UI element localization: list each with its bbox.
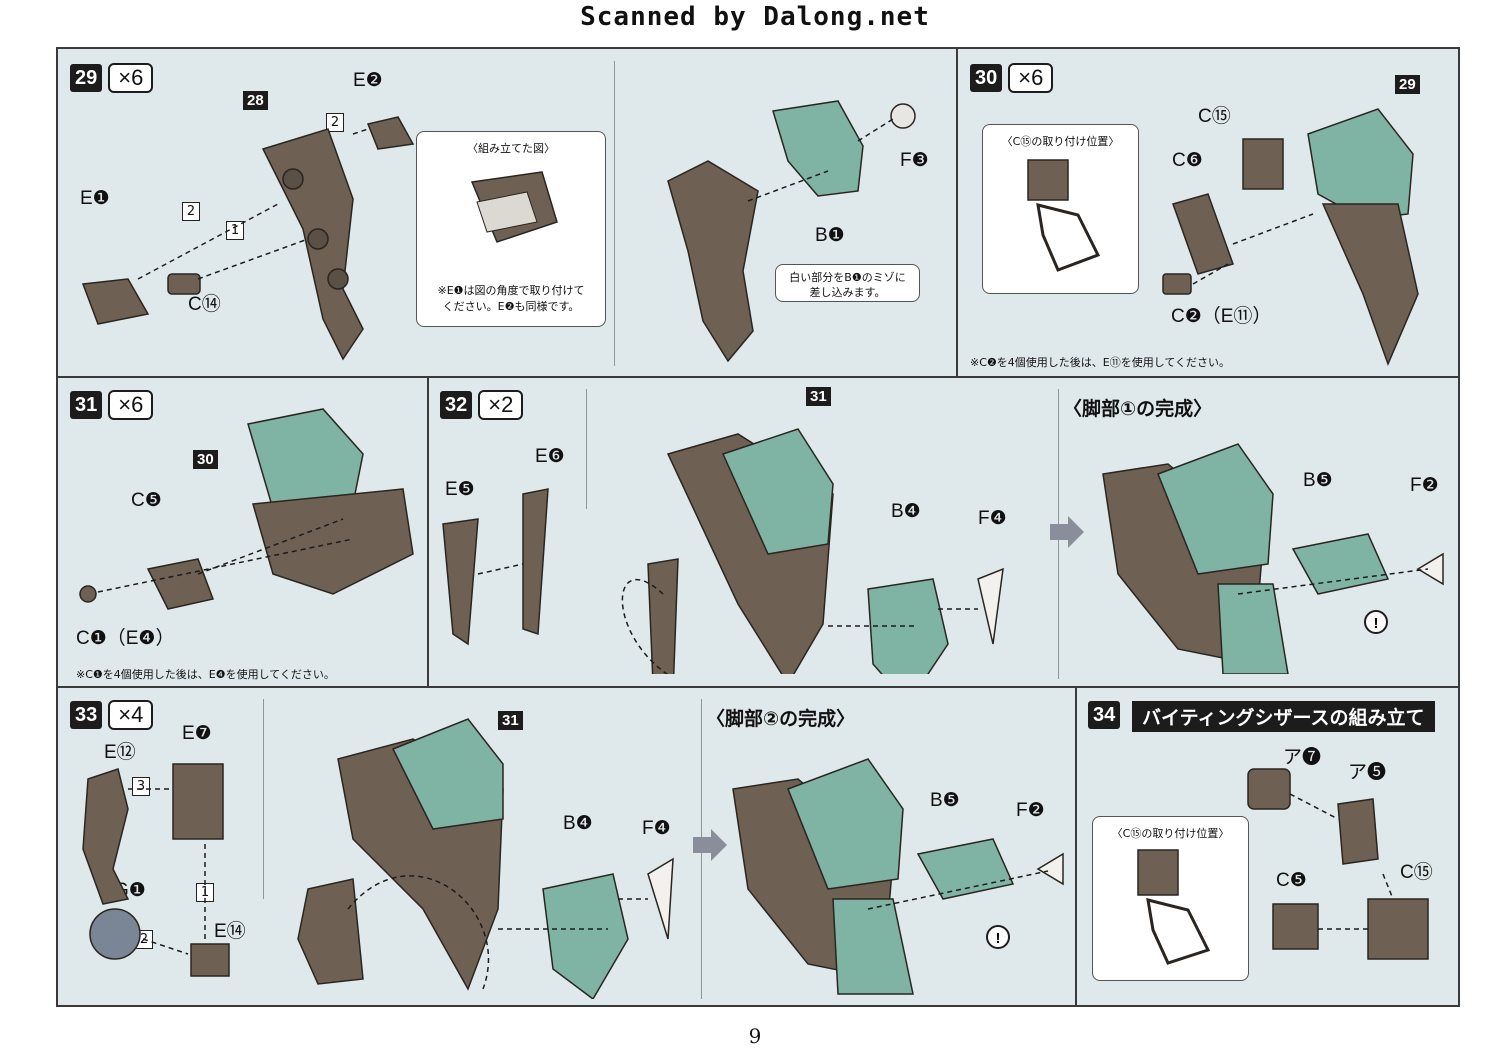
part-label-a5: ア❺ [1348, 762, 1387, 783]
callout-note-line-2: ください。E❷も同様です。 [442, 300, 580, 313]
hint-line-2: 差し込みます。 [809, 286, 886, 299]
part-label-e1: E❶ [80, 188, 110, 209]
subdivider-32-inner [586, 389, 587, 509]
svg-text:!: ! [1374, 615, 1379, 632]
ref-step-28-tag: 28 [243, 91, 268, 110]
step-30-note: ※C❷を4個使用した後は、E⑪を使用してください。 [970, 356, 1231, 369]
svg-text:!: ! [996, 930, 1001, 947]
part-label-e2: E❷ [353, 70, 383, 91]
quantity-multiplier: ×6 [108, 63, 154, 93]
step-29-second-art [667, 100, 916, 363]
c15-position-art [1027, 159, 1101, 272]
order-marker-1: 1 [226, 221, 244, 240]
c15-position-callout: 〈C⑮の取り付け位置〉 [1092, 816, 1249, 981]
step-number: 31 [70, 391, 103, 419]
part-label-b4: B❹ [891, 501, 921, 522]
leg-1-complete-art: ! [1102, 443, 1444, 674]
order-marker-3: 3 [132, 777, 150, 796]
step-number: 30 [970, 64, 1003, 92]
step-30-part-art [1162, 108, 1419, 367]
callout-title: 〈C⑮の取り付け位置〉 [1111, 827, 1230, 840]
hint-line-1: 白い部分をB❶のミゾに [789, 271, 906, 284]
step-34-part-art [1247, 768, 1429, 960]
quantity-multiplier: ×6 [108, 390, 154, 420]
part-label-e6: E❻ [535, 446, 565, 467]
step-number: 34 [1088, 701, 1121, 729]
ref-step-30-tag: 30 [193, 450, 218, 469]
part-label-f3: F❸ [900, 150, 929, 171]
step-33-second-art [297, 718, 674, 999]
part-label-f2: F❷ [1016, 800, 1045, 821]
part-label-c1: C❶（E❹） [76, 628, 175, 649]
step-34-badge: 34 [1088, 700, 1121, 730]
part-label-e12: E⑫ [104, 742, 136, 763]
col-divider-33-34 [1075, 686, 1077, 1005]
step-31-part-art [79, 408, 414, 610]
callout-title: 〈組み立てた図〉 [467, 142, 555, 155]
c15-position-art [1137, 849, 1211, 965]
page-number: 9 [748, 1024, 762, 1048]
part-label-b5: B❺ [930, 790, 960, 811]
part-label-c14: C⑭ [188, 294, 221, 315]
part-label-c5: C❺ [131, 490, 162, 511]
step-33-badge: 33 ×4 [70, 700, 154, 730]
subdivider-29-inner [614, 61, 615, 366]
leg-1-complete-heading: 〈脚部①の完成〉 [1063, 398, 1213, 420]
quantity-multiplier: ×4 [108, 700, 154, 730]
step-number: 29 [70, 64, 103, 92]
step-number: 33 [70, 701, 103, 729]
subdivider-33-inner [263, 699, 264, 899]
assembled-detail-art [470, 171, 558, 243]
part-label-c5: C❺ [1276, 870, 1307, 891]
part-label-e7: E❼ [182, 723, 212, 744]
step-32-part-art [442, 428, 1004, 674]
ref-step-29-tag: 29 [1395, 75, 1420, 94]
row-divider-1 [58, 376, 1458, 378]
part-label-c15: C⑮ [1198, 106, 1231, 127]
part-label-a7: ア❼ [1283, 747, 1322, 768]
step-31-note: ※C❶を4個使用した後は、E❹を使用してください。 [76, 668, 335, 681]
insertion-hint-callout: 白い部分をB❶のミゾに 差し込みます。 [775, 264, 920, 302]
ref-step-31-tag: 31 [806, 387, 831, 406]
leg-2-complete-art: ! [732, 758, 1064, 995]
col-divider-29-30 [956, 49, 958, 376]
step-29-part-art [81, 116, 415, 361]
quantity-multiplier: ×6 [1008, 63, 1054, 93]
c15-position-callout: 〈C⑮の取り付け位置〉 [982, 124, 1139, 294]
next-arrow-icon [1050, 516, 1084, 548]
quantity-multiplier: ×2 [478, 390, 524, 420]
part-label-e5: E❺ [445, 479, 475, 500]
step-29-badge: 29 ×6 [70, 63, 154, 93]
part-label-b4: B❹ [563, 813, 593, 834]
step-30-badge: 30 ×6 [970, 63, 1054, 93]
callout-title: 〈C⑮の取り付け位置〉 [1001, 135, 1120, 148]
scan-watermark: Scanned by Dalong.net [580, 2, 930, 32]
part-label-e14: E⑭ [214, 921, 246, 942]
leg-2-complete-heading: 〈脚部②の完成〉 [706, 708, 856, 730]
step-number: 32 [440, 391, 473, 419]
assembled-view-callout: 〈組み立てた図〉 ※E❶は図の角度で取り付けて ください。E❷も同様です。 [416, 131, 606, 327]
instruction-sheet: 29 ×6 28 E❷ E❶ C⑭ 2 2 1 〈組み立てた図〉 ※E❶は図の角… [56, 47, 1460, 1007]
ref-step-31-tag: 31 [498, 711, 523, 730]
part-label-b5: B❺ [1303, 470, 1333, 491]
step-34-title: バイティングシザースの組み立て [1132, 701, 1435, 732]
col-divider-31-32 [427, 376, 429, 686]
order-marker-2a: 2 [326, 113, 344, 132]
row-divider-2 [58, 686, 1458, 688]
part-label-c6: C❻ [1172, 150, 1203, 171]
part-label-f2: F❷ [1410, 475, 1439, 496]
step-31-badge: 31 ×6 [70, 390, 154, 420]
step-33-part-art [82, 763, 230, 977]
part-label-c2: C❷（E⑪） [1171, 306, 1272, 327]
order-marker-2b: 2 [182, 202, 200, 221]
callout-note-line-1: ※E❶は図の角度で取り付けて [437, 284, 585, 297]
part-label-f4: F❹ [978, 508, 1007, 529]
step-32-badge: 32 ×2 [440, 390, 524, 420]
next-arrow-icon [693, 829, 727, 861]
part-label-b1: B❶ [815, 225, 845, 246]
part-label-f4: F❹ [642, 818, 671, 839]
part-label-c15: C⑮ [1400, 862, 1433, 883]
